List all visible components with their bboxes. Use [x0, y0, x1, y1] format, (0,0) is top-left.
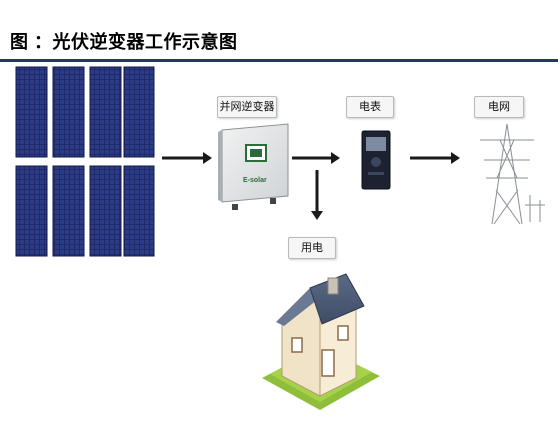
flow-arrows — [162, 152, 460, 220]
solar-panel-array — [15, 66, 155, 257]
inverter-device: E-solar — [218, 123, 289, 210]
svg-text:E-solar: E-solar — [243, 177, 267, 184]
grid-label: 电网 — [474, 96, 524, 118]
figure-title: 图 ：光伏逆变器工作示意图 — [10, 32, 238, 52]
electric-meter — [361, 130, 391, 190]
house-illustration — [262, 273, 380, 410]
meter-label: 电表 — [346, 96, 394, 118]
title-rule — [0, 59, 558, 62]
transmission-tower — [480, 123, 545, 225]
load-label: 用电 — [288, 237, 336, 259]
inverter-label: 并网逆变器 — [217, 96, 277, 118]
